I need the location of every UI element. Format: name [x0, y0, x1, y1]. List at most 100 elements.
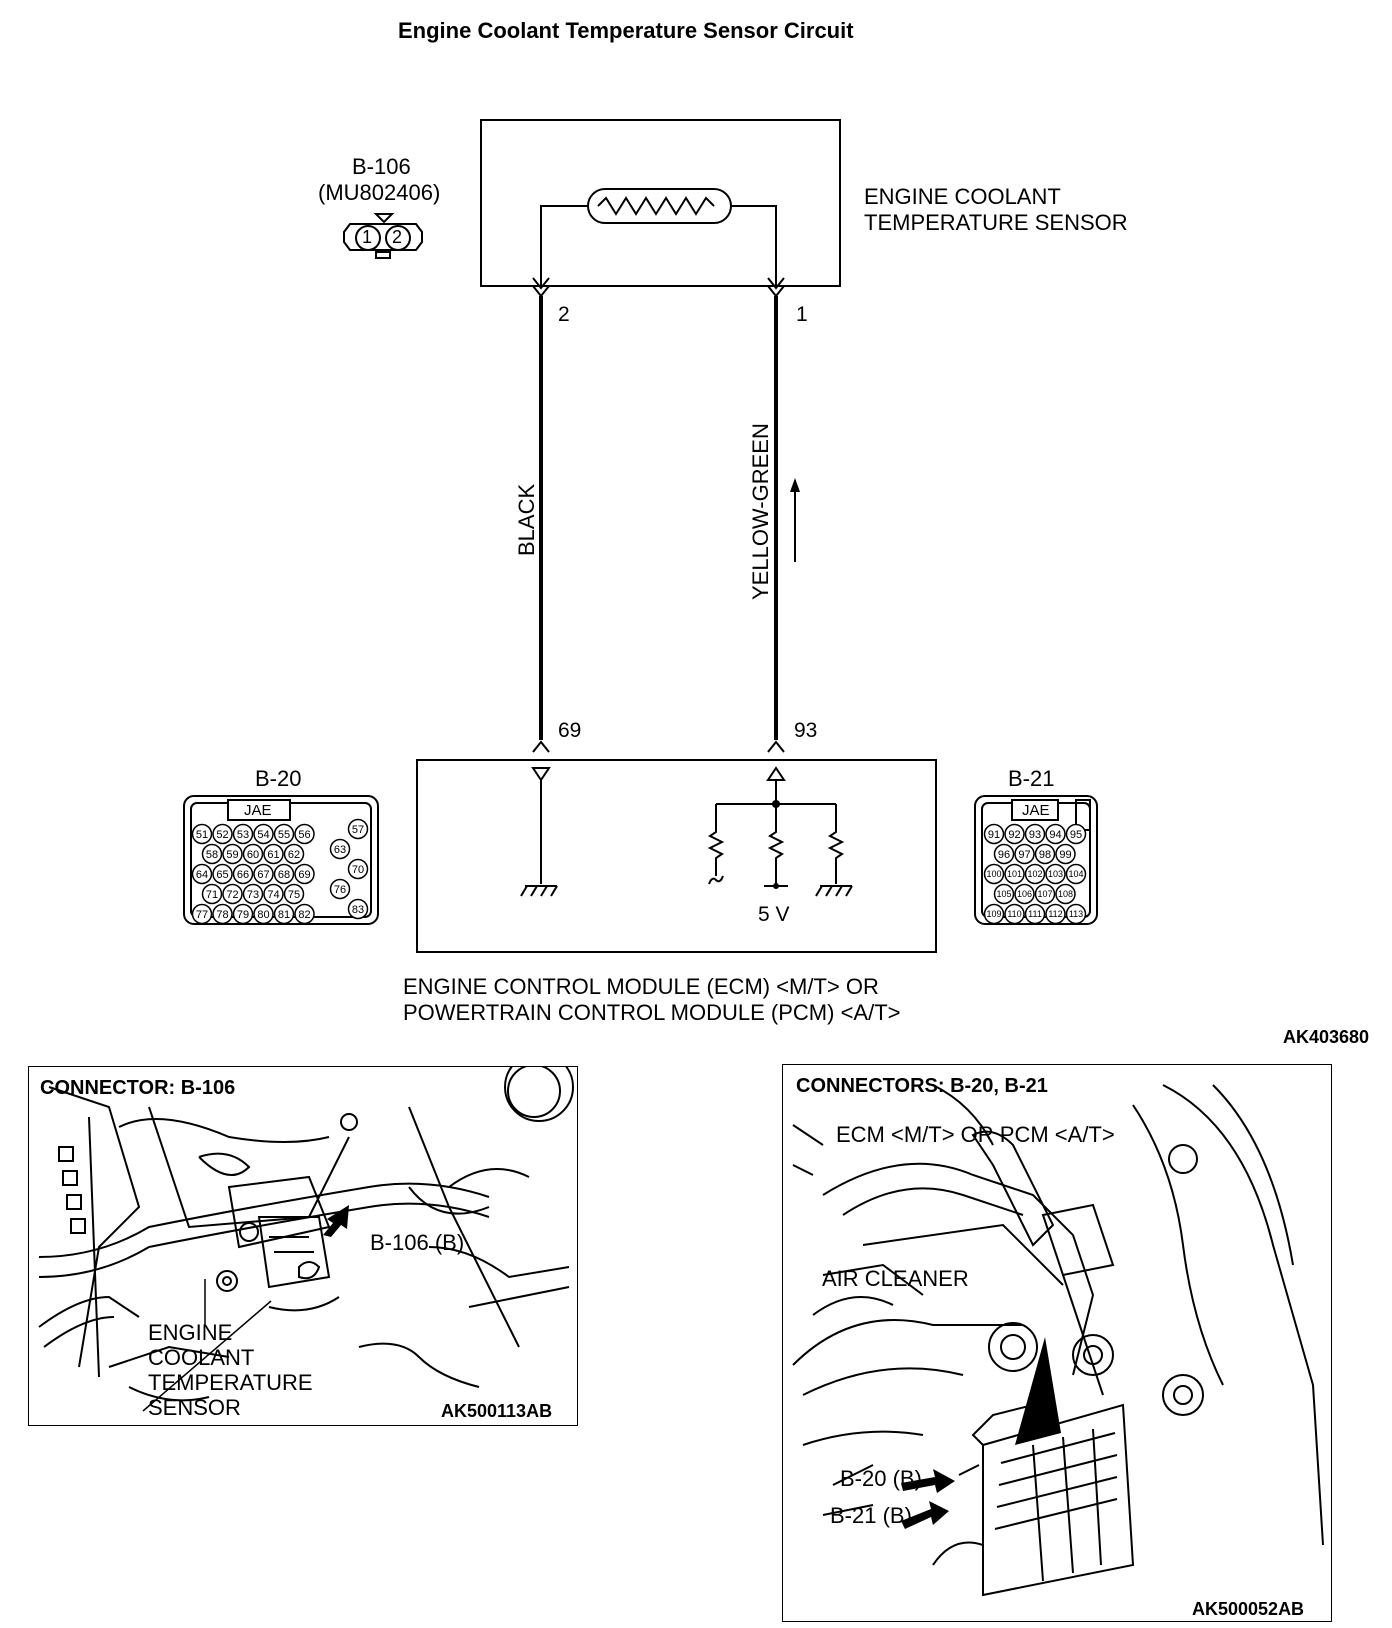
connector-b106-location-photo	[28, 1066, 578, 1426]
b20-pin-label: 55	[278, 829, 290, 841]
b20-side-pin-circle	[347, 818, 369, 840]
b20-pin-circle	[222, 843, 243, 865]
b21-pin-circle	[1034, 883, 1056, 905]
b20-pin-circle	[283, 843, 305, 865]
wire-color-black: BLACK	[514, 483, 539, 556]
b20-pin-circle	[232, 863, 254, 885]
b20-pin-label: 69	[298, 869, 310, 881]
b20-pin-label: 51	[196, 829, 208, 841]
b20-pin-label: 62	[288, 849, 300, 861]
b20-pin-label: 72	[226, 889, 238, 901]
b21-pin-label: 93	[1029, 829, 1041, 841]
sensor-label-line2: TEMPERATURE SENSOR	[864, 210, 1128, 235]
b21-pin-label: 110	[1007, 909, 1021, 919]
b21-pin-label: 96	[998, 849, 1010, 861]
b21-pin-label: 107	[1037, 889, 1052, 899]
b21-pin-label: 106	[1017, 889, 1032, 899]
b20-pin-label: 68	[278, 869, 290, 881]
b20-pin-label: 75	[288, 889, 300, 901]
thermistor-zigzag	[597, 196, 715, 216]
photo-right-heading: CONNECTORS: B-20, B-21	[796, 1075, 1048, 1097]
callout-arrow-b106	[323, 1205, 349, 1237]
b20-pin-circle	[273, 863, 295, 885]
b20-pin-label: 71	[206, 889, 218, 901]
b21-pin-label: 102	[1027, 869, 1042, 879]
b21-pin-circle	[1045, 863, 1066, 885]
photo-right-callout-b20: B-20 (B)	[840, 1466, 922, 1491]
module-box	[416, 759, 937, 953]
b20-side-pin-circle	[329, 838, 351, 860]
b21-pin-circle	[1024, 863, 1046, 885]
module-pin69-chevron	[532, 740, 550, 753]
b21-pin-circle	[1004, 823, 1025, 845]
b106-part-number: (MU802406)	[318, 180, 441, 205]
b21-pin-circle	[1024, 823, 1046, 845]
b21-pin-circle	[1014, 883, 1035, 905]
b21-pin-circle	[1055, 843, 1076, 865]
b20-side-pin-circle	[347, 858, 369, 880]
b20-pin-circle	[263, 883, 284, 905]
b20-side-pin-label: 57	[352, 824, 364, 836]
module-pin-left-number: 69	[558, 719, 582, 742]
b20-pin-circle	[253, 903, 274, 925]
sensor-pin1-chevron	[767, 277, 785, 290]
b20-brand: JAE	[244, 802, 272, 819]
photo-left-label-2: COOLANT	[148, 1345, 255, 1370]
b20-pin-circle	[294, 823, 315, 845]
b20-pin-circle	[222, 883, 243, 905]
b20-pin-circle	[242, 883, 264, 905]
b21-pin-circle	[993, 843, 1015, 865]
b20-pin-label: 65	[216, 869, 228, 881]
b106-pin1-label: 1	[362, 227, 373, 247]
b20-pin-label: 64	[196, 869, 208, 881]
b21-pin-label: 112	[1048, 909, 1062, 919]
sensor-label-line1: ENGINE COOLANT	[864, 184, 1061, 209]
b21-pin-circle	[1065, 823, 1087, 845]
b21-pin-label: 99	[1059, 849, 1071, 861]
b21-pin-circle	[1045, 903, 1066, 925]
diagram-title: Engine Coolant Temperature Sensor Circui…	[398, 18, 854, 43]
b20-pin-circle	[283, 883, 305, 905]
module-pin93-chevron	[767, 740, 785, 753]
b21-pin-circle	[1055, 883, 1076, 905]
b21-pin-circle	[993, 883, 1015, 905]
b21-pin-label: 108	[1058, 889, 1073, 899]
b21-brand: JAE	[1022, 802, 1050, 819]
b20-pin-label: 52	[216, 829, 228, 841]
callout-arrow-b20	[901, 1469, 955, 1493]
b20-pin-circle	[273, 903, 295, 925]
b21-pin-label: 109	[986, 909, 1001, 919]
b21-pin-label: 92	[1008, 829, 1020, 841]
b20-pin-circle	[232, 823, 254, 845]
b106-connector-id: B-106	[352, 154, 411, 179]
b20-pin-circle	[294, 863, 315, 885]
photo-right-air-cleaner-label: AIR CLEANER	[822, 1266, 969, 1291]
b20-pin-label: 73	[247, 889, 259, 901]
module-label-line2: POWERTRAIN CONTROL MODULE (PCM) <A/T>	[403, 1000, 901, 1025]
b20-connector-id: B-20	[255, 766, 302, 791]
photo-right-callout-b21: B-21 (B)	[830, 1503, 912, 1528]
b21-pin-label: 97	[1018, 849, 1030, 861]
sensor-pin-left-number: 2	[558, 303, 570, 326]
b20-pin-label: 78	[216, 909, 228, 921]
b20-side-pin-label: 70	[352, 864, 364, 876]
photo-left-heading: CONNECTOR: B-106	[40, 1077, 236, 1099]
b20-pin-circle	[273, 823, 295, 845]
connectors-b20-b21-location-photo	[782, 1064, 1332, 1622]
b20-pin-label: 60	[247, 849, 259, 861]
b20-pin-circle	[212, 823, 233, 845]
engine-bay-illustration-right	[792, 1084, 1324, 1597]
module-voltage-label: 5 V	[758, 903, 790, 926]
b20-side-pin-label: 76	[334, 884, 346, 896]
b21-pin-label: 111	[1028, 909, 1042, 919]
thermistor-symbol	[587, 188, 732, 224]
engine-bay-illustration-left	[38, 1067, 574, 1412]
b21-pin-label: 91	[988, 829, 1000, 841]
b21-connector-icon	[974, 795, 1098, 925]
b21-pin-label: 100	[986, 869, 1001, 879]
b20-pin-circle	[253, 863, 274, 885]
b21-pin-circle	[983, 863, 1005, 885]
